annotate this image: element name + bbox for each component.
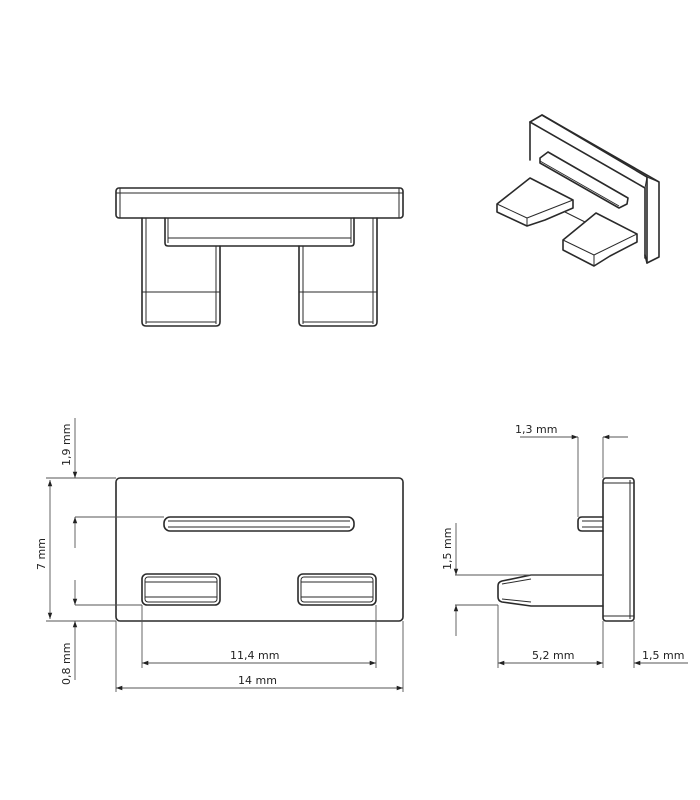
- dim-1-5mm-vertical: 1,5 mm: [441, 528, 454, 570]
- dim-11-4mm: 11,4 mm: [230, 649, 279, 662]
- isometric-view: [496, 114, 660, 267]
- dim-7mm: 7 mm: [35, 538, 48, 570]
- top-view: 1,9 mm 7 mm 0,8 mm 11,4 mm 14 mm: [35, 418, 404, 692]
- dim-14mm: 14 mm: [238, 674, 277, 687]
- front-elevation-view: [115, 187, 404, 327]
- dim-1-5mm-horizontal: 1,5 mm: [642, 649, 684, 662]
- side-view: 1,3 mm 1,5 mm 5,2 mm 1,5 mm: [441, 423, 688, 668]
- dim-1-9mm: 1,9 mm: [60, 424, 73, 466]
- dim-5-2mm: 5,2 mm: [532, 649, 574, 662]
- dim-1-3mm: 1,3 mm: [515, 423, 557, 436]
- dim-0-8mm: 0,8 mm: [60, 643, 73, 685]
